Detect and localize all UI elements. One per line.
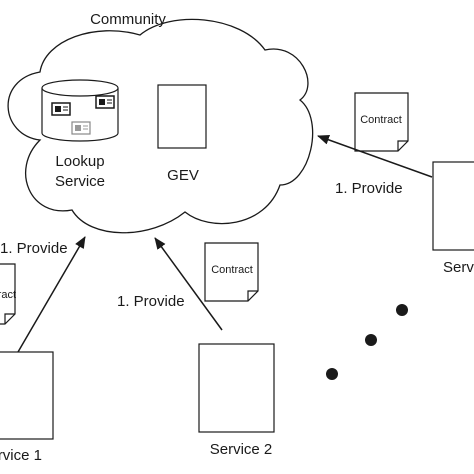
lookup-service-label-line2: Service bbox=[55, 173, 105, 190]
contract-label-left: Contract bbox=[0, 289, 16, 301]
service1-label: Service 1 bbox=[0, 447, 42, 464]
service2-box bbox=[198, 343, 275, 433]
service1-box bbox=[0, 351, 54, 440]
provide-arrow-right bbox=[317, 135, 433, 178]
provide-label-middle: 1. Provide bbox=[117, 293, 185, 310]
ellipsis-dot bbox=[365, 334, 377, 346]
contract-document-right bbox=[354, 92, 409, 152]
service-entry-icon bbox=[95, 95, 115, 109]
provide-label-left: 1. Provide bbox=[0, 240, 68, 257]
contract-document-middle bbox=[204, 242, 259, 302]
service2-label: Service 2 bbox=[210, 441, 273, 458]
community-cloud bbox=[7, 18, 314, 234]
service-entry-icon bbox=[51, 102, 71, 116]
contract-label-right: Contract bbox=[360, 114, 402, 126]
service-entry-icon bbox=[71, 121, 91, 135]
provide-arrow-left bbox=[17, 236, 86, 353]
service3-box bbox=[432, 161, 474, 251]
provide-label-right: 1. Provide bbox=[335, 180, 403, 197]
gev-label: GEV bbox=[167, 167, 199, 184]
gev-document bbox=[157, 84, 207, 149]
ellipsis-dot bbox=[396, 304, 408, 316]
contract-label-middle: Contract bbox=[211, 264, 253, 276]
contract-document-left bbox=[0, 263, 16, 325]
provide-arrow-middle bbox=[154, 237, 223, 331]
community-label: Community bbox=[90, 11, 166, 28]
ellipsis-dot bbox=[326, 368, 338, 380]
lookup-service-label-line1: Lookup bbox=[55, 153, 104, 170]
service3-label: Serv bbox=[443, 259, 474, 276]
